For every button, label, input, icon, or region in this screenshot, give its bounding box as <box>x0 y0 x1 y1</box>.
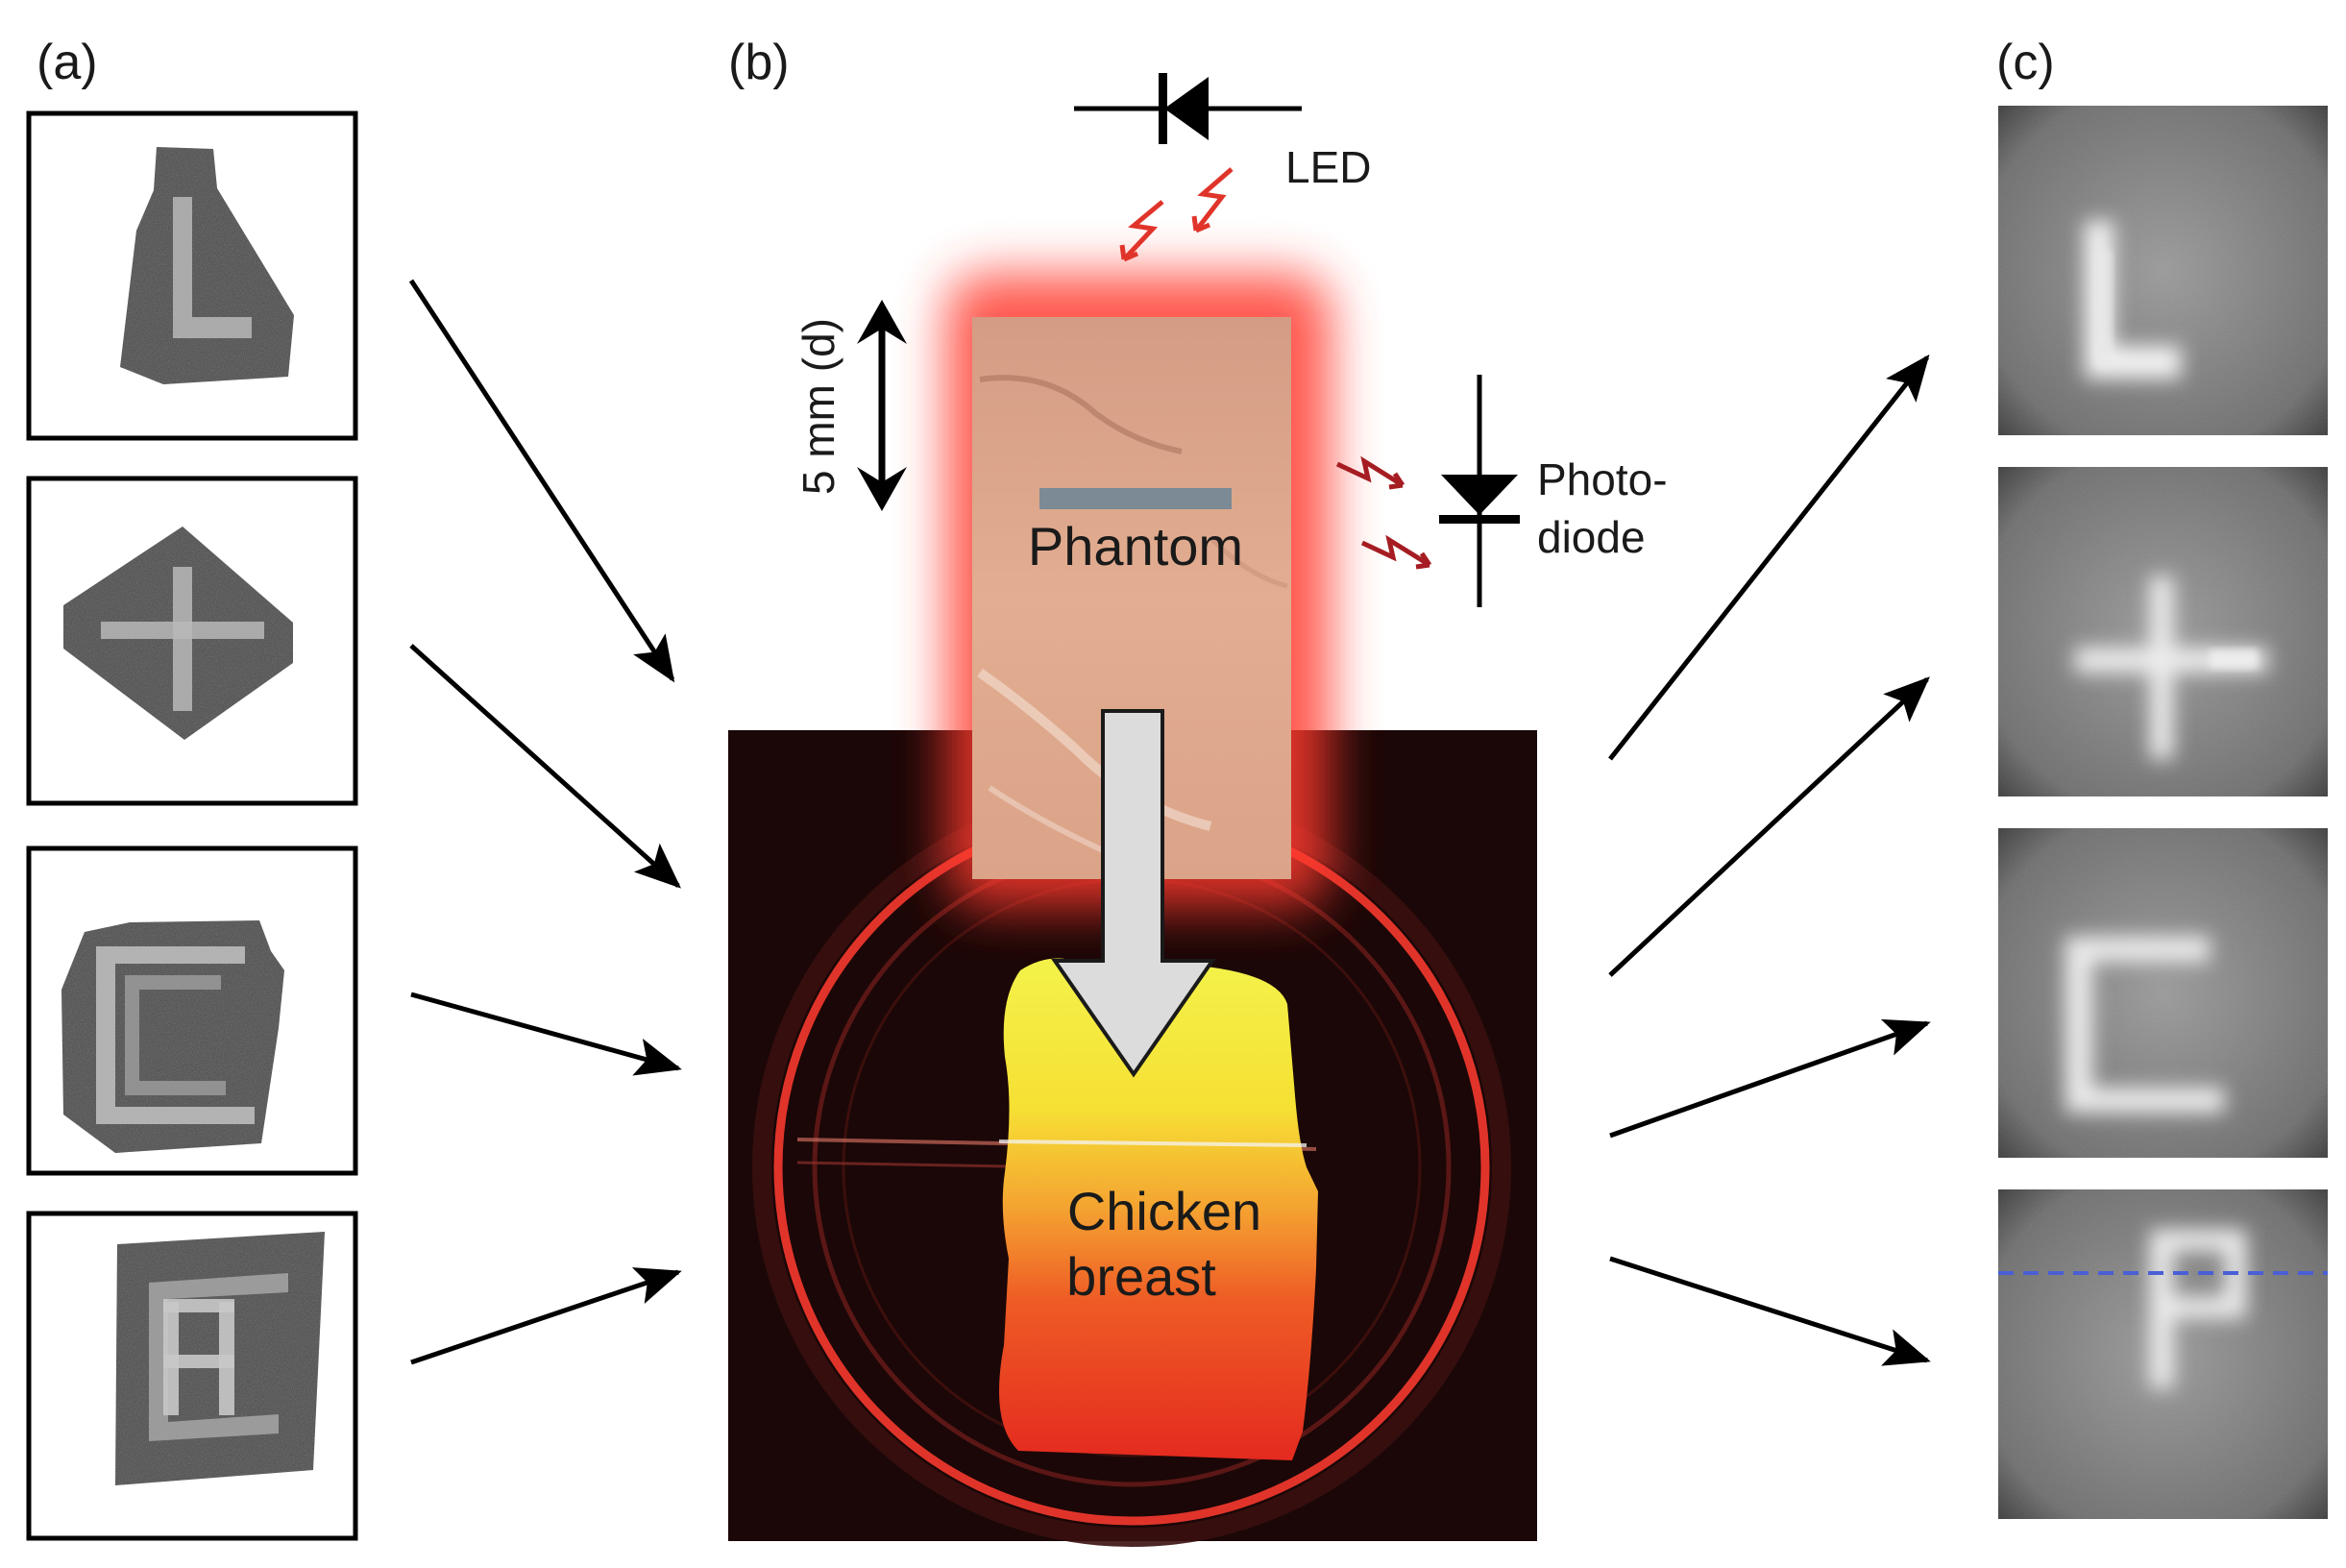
phantom-target <box>1039 488 1232 509</box>
arrow-a3 <box>410 992 682 1076</box>
arrow-a4 <box>410 1267 682 1365</box>
panel-c-images <box>1998 106 2328 1519</box>
reconstruction-cross <box>1998 467 2328 796</box>
sample-label-line1: Chicken <box>1067 1181 1261 1241</box>
arrow-c4 <box>1609 1256 1931 1366</box>
arrow-a2 <box>409 644 681 889</box>
reconstruction-C <box>1998 828 2328 1158</box>
distance-label: 5 mm (d) <box>794 318 843 495</box>
photodiode-symbol <box>1439 375 1520 607</box>
led-rays <box>1119 167 1234 262</box>
panel-label-c: (c) <box>1996 35 2055 90</box>
arrow-c2 <box>1608 676 1930 977</box>
arrows-left <box>408 279 682 1365</box>
projection-arrow <box>1051 709 1216 1078</box>
arrow-a1 <box>408 279 675 683</box>
panel-b-setup: Phantom Chicken breast LED 5 mm (d) <box>728 73 1668 1547</box>
sample-label-line2: breast <box>1066 1246 1216 1307</box>
chicken-breast <box>999 958 1318 1460</box>
arrow-c3 <box>1609 1018 1931 1139</box>
reconstruction-P <box>1998 1189 2328 1519</box>
arrows-right <box>1608 354 1931 1366</box>
panel-label-a: (a) <box>37 35 98 90</box>
led-label: LED <box>1285 142 1371 192</box>
mask-P <box>26 1211 358 1541</box>
panel-a-masks <box>26 110 358 1541</box>
mask-cross <box>26 476 358 806</box>
phantom-label: Phantom <box>1028 516 1243 576</box>
led-symbol <box>1074 73 1302 144</box>
mask-C <box>26 845 358 1176</box>
distance-arrow <box>857 300 907 511</box>
reconstruction-L <box>1998 106 2328 435</box>
panel-label-b: (b) <box>728 35 790 90</box>
photodiode-label-line2: diode <box>1537 512 1646 562</box>
photodiode-label-line1: Photo- <box>1537 454 1668 504</box>
arrow-c1 <box>1608 354 1930 761</box>
mask-L <box>26 110 358 441</box>
photodiode-rays <box>1335 455 1432 570</box>
